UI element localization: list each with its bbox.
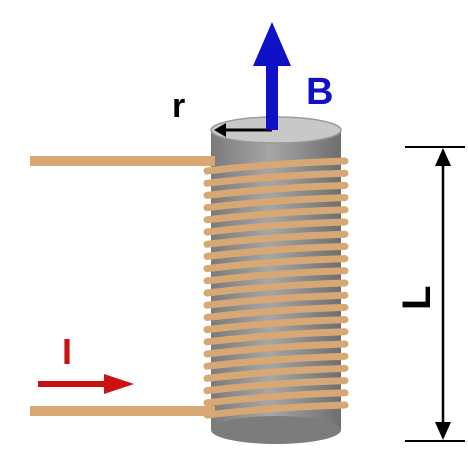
length-dimension <box>405 146 465 442</box>
coil-turn <box>203 316 349 334</box>
coil-turn <box>203 157 349 175</box>
coil-turn <box>203 242 349 260</box>
lead-wires <box>30 156 215 416</box>
coil-turn <box>203 255 349 273</box>
lower-lead-wire <box>30 406 215 416</box>
radius-arrow <box>214 123 272 137</box>
current-arrow <box>38 374 134 394</box>
length-label: L <box>395 286 439 310</box>
coil-turn <box>203 194 349 212</box>
coil-turn <box>203 377 349 395</box>
coil-turn <box>203 218 349 236</box>
field-arrow <box>253 22 291 130</box>
coil-turn <box>203 291 349 309</box>
coil-turn <box>203 279 349 297</box>
coil-turn <box>203 206 349 224</box>
coil-turn <box>203 181 349 199</box>
coil-windings <box>203 157 349 419</box>
coil-turn <box>203 352 349 370</box>
coil-turn <box>203 364 349 382</box>
upper-lead-wire <box>30 156 215 166</box>
coil-turn <box>203 230 349 248</box>
field-label: B <box>306 71 333 113</box>
core-bottom-cap <box>211 416 341 444</box>
coil-turn <box>203 328 349 346</box>
radius-label: r <box>172 87 185 125</box>
coil-turn <box>203 267 349 285</box>
coil-turn <box>203 389 349 407</box>
coil-turn <box>203 169 349 187</box>
coil-turn <box>203 340 349 358</box>
current-label: I <box>62 331 72 372</box>
coil-turn <box>203 303 349 321</box>
coil-turn <box>203 401 349 419</box>
